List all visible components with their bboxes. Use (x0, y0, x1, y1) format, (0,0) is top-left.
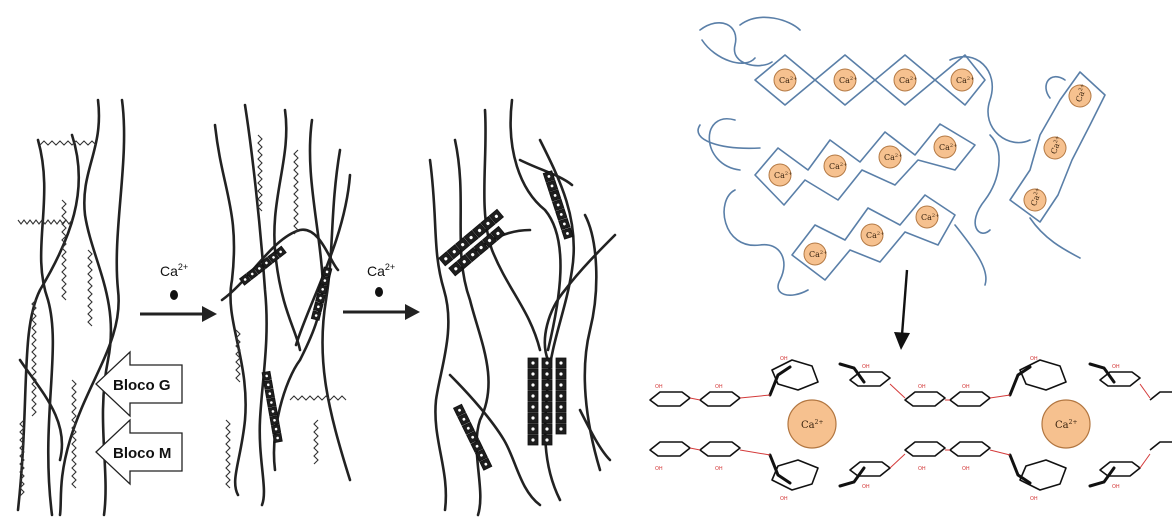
legend-bloco-g-label: Bloco G (113, 377, 171, 394)
down-arrow (894, 270, 910, 350)
svg-text:OH: OH (1030, 496, 1038, 502)
calcium-ion: Ca2+ (934, 136, 957, 158)
svg-text:OH: OH (655, 384, 663, 390)
calcium-ion: Ca2+ (951, 69, 974, 91)
svg-text:OH: OH (1112, 364, 1120, 370)
calcium-ion: Ca2+ (916, 206, 939, 228)
calcium-ion-large: Ca2+ (788, 400, 836, 448)
calcium-ion-dot-1 (170, 290, 178, 300)
sugar-unit-row-upper (650, 360, 1172, 406)
svg-text:OH: OH (1112, 484, 1120, 490)
legend-bloco-m: Bloco M (96, 420, 182, 484)
svg-text:OH: OH (862, 364, 870, 370)
egg-box-chemical-structure: OH OH OH OH OH OH OH OH OH OH OH OH OH O… (650, 356, 1172, 502)
svg-text:OH: OH (962, 384, 970, 390)
calcium-ion: Ca2+ (861, 224, 884, 246)
calcium-ion: Ca2+ (1041, 133, 1070, 162)
svg-text:OH: OH (1030, 356, 1038, 362)
svg-text:OH: OH (962, 466, 970, 472)
svg-text:OH: OH (715, 384, 723, 390)
reaction-arrow-2: Ca2+ (343, 262, 420, 320)
svg-text:OH: OH (780, 356, 788, 362)
calcium-ion: Ca2+ (804, 243, 827, 265)
calcium-ion: Ca2+ (774, 69, 797, 91)
calcium-ion-dot-2 (375, 287, 383, 297)
ion-row-3: Ca2+ Ca2+ Ca2+ (804, 206, 939, 265)
svg-text:OH: OH (715, 466, 723, 472)
egg-box-model-3d: Ca2+ Ca2+ Ca2+ Ca2+ Ca2+ Ca2+ Ca2+ Ca2+ … (698, 17, 1105, 295)
calcium-ion: Ca2+ (834, 69, 857, 91)
ion-row-2: Ca2+ Ca2+ Ca2+ Ca2+ (769, 136, 957, 186)
sugar-unit-row-lower (650, 442, 1172, 490)
svg-text:OH: OH (918, 466, 926, 472)
calcium-ion: Ca2+ (824, 155, 847, 177)
panel-partial-crosslink (215, 105, 350, 505)
ca-label-1: Ca2+ (160, 262, 188, 279)
reaction-arrow-1: Ca2+ (140, 262, 217, 322)
svg-text:OH: OH (862, 484, 870, 490)
legend-bloco-m-label: Bloco M (113, 445, 171, 462)
ca-label-2: Ca2+ (367, 262, 395, 279)
calcium-ion-large: Ca2+ (1042, 400, 1090, 448)
calcium-ion: Ca2+ (894, 69, 917, 91)
egg-box-junction (439, 209, 505, 276)
calcium-ion: Ca2+ (769, 164, 792, 186)
panel-egg-box-network (430, 100, 615, 515)
calcium-ion: Ca2+ (1021, 185, 1050, 214)
svg-text:OH: OH (655, 466, 663, 472)
calcium-ion: Ca2+ (879, 146, 902, 168)
svg-text:OH: OH (918, 384, 926, 390)
svg-text:OH: OH (780, 496, 788, 502)
